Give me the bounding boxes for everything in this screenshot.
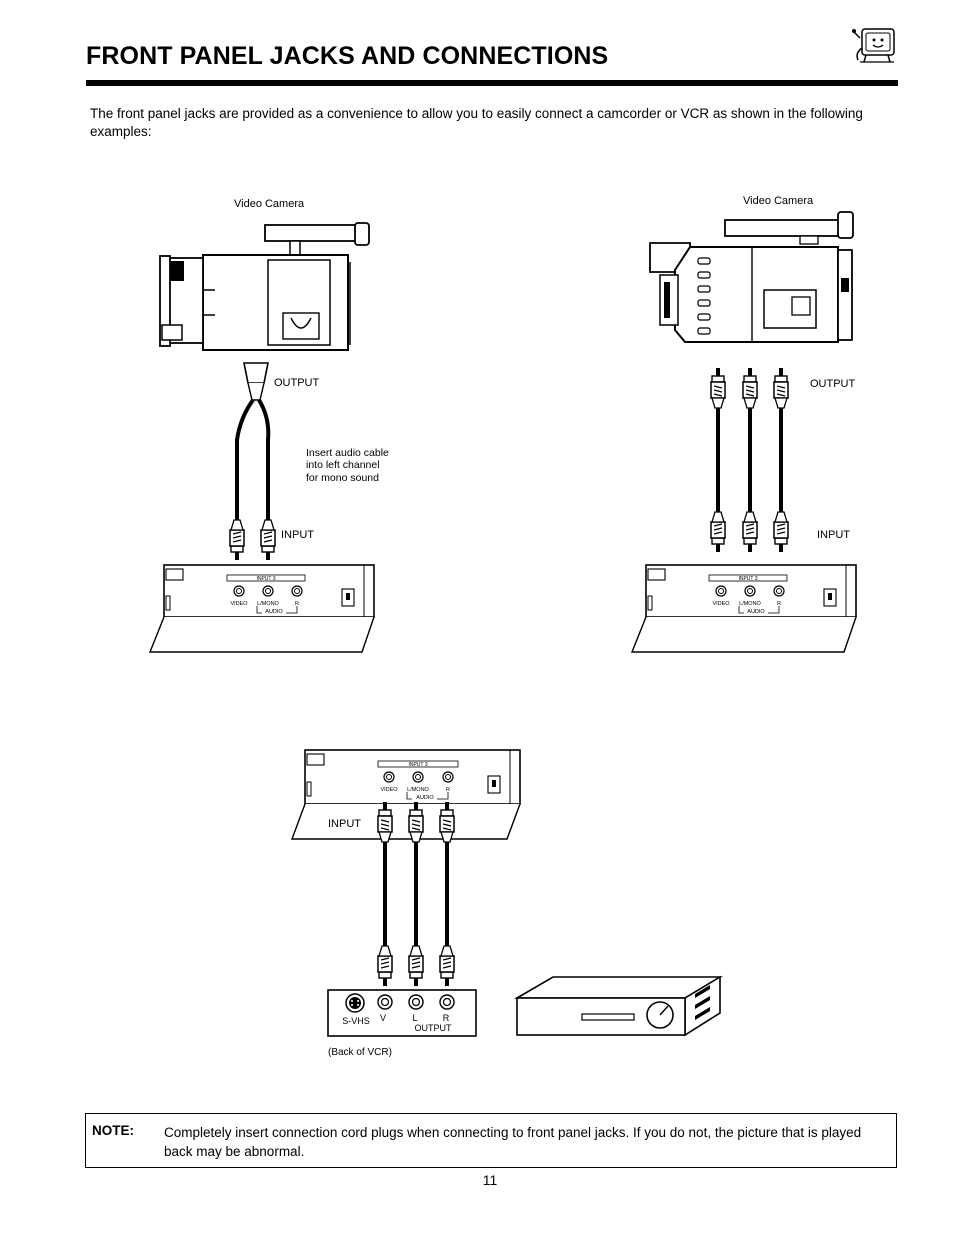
vcr-svhs-label: S-VHS xyxy=(342,1016,370,1026)
bottom-input-label: INPUT xyxy=(328,818,361,830)
vcr-r-label: R xyxy=(443,1013,450,1023)
bottom-tv-panel xyxy=(290,749,521,840)
vcr-v-label: V xyxy=(380,1013,386,1023)
vcr-unit xyxy=(514,975,723,1037)
right-three-cables xyxy=(710,367,789,553)
left-panel-group-label: INPUT 3 xyxy=(256,576,275,582)
note-label: NOTE: xyxy=(92,1123,134,1138)
left-panel-jack-video: VIDEO xyxy=(230,601,248,607)
bottom-panel-jack-r: R xyxy=(446,787,450,793)
right-panel-jack-r: R xyxy=(777,601,781,607)
right-output-label: OUTPUT xyxy=(810,378,856,390)
connection-diagrams: Video Camera OUTPUT Insert audio cable i… xyxy=(148,195,857,1058)
left-panel-jack-lmono: L/MONO xyxy=(257,601,279,607)
vcr-back-caption: (Back of VCR) xyxy=(328,1047,392,1058)
vcr-back-panel xyxy=(327,989,477,1037)
left-input-label: INPUT xyxy=(281,529,314,541)
right-tv-panel xyxy=(630,564,857,653)
left-camera-label: Video Camera xyxy=(234,198,305,210)
bottom-panel-jack-video: VIDEO xyxy=(380,787,398,793)
left-cable-note-3: for mono sound xyxy=(306,472,379,484)
vcr-l-label: L xyxy=(412,1013,417,1023)
left-cable-note-2: into left channel xyxy=(306,459,380,471)
right-camcorder xyxy=(649,211,854,343)
left-panel-audio-label: AUDIO xyxy=(265,609,283,615)
page-title: FRONT PANEL JACKS AND CONNECTIONS xyxy=(86,42,609,70)
bottom-panel-group-label: INPUT 3 xyxy=(408,762,427,768)
right-panel-group-label: INPUT 3 xyxy=(738,576,757,582)
note-box: NOTE: Completely insert connection cord … xyxy=(85,1113,897,1168)
left-camcorder xyxy=(159,222,370,351)
bottom-panel-audio-label: AUDIO xyxy=(416,795,434,801)
right-camera-label: Video Camera xyxy=(743,195,814,207)
vcr-output-label: OUTPUT xyxy=(415,1023,453,1033)
page-number: 11 xyxy=(482,1172,498,1188)
intro-paragraph: The front panel jacks are provided as a … xyxy=(90,106,863,139)
left-output-label: OUTPUT xyxy=(274,377,320,389)
note-text: Completely insert connection cord plugs … xyxy=(164,1125,862,1159)
left-panel-jack-r: R xyxy=(295,601,299,607)
right-panel-jack-video: VIDEO xyxy=(712,601,730,607)
title-rule xyxy=(86,80,898,86)
left-tv-panel xyxy=(148,564,375,653)
left-y-cable xyxy=(229,362,276,561)
right-input-label: INPUT xyxy=(817,529,850,541)
bottom-three-cables xyxy=(377,801,455,987)
bottom-panel-jack-lmono: L/MONO xyxy=(407,787,429,793)
tv-mascot-icon xyxy=(852,28,895,63)
left-cable-note-1: Insert audio cable xyxy=(306,447,389,459)
right-panel-audio-label: AUDIO xyxy=(747,609,765,615)
right-panel-jack-lmono: L/MONO xyxy=(739,601,761,607)
